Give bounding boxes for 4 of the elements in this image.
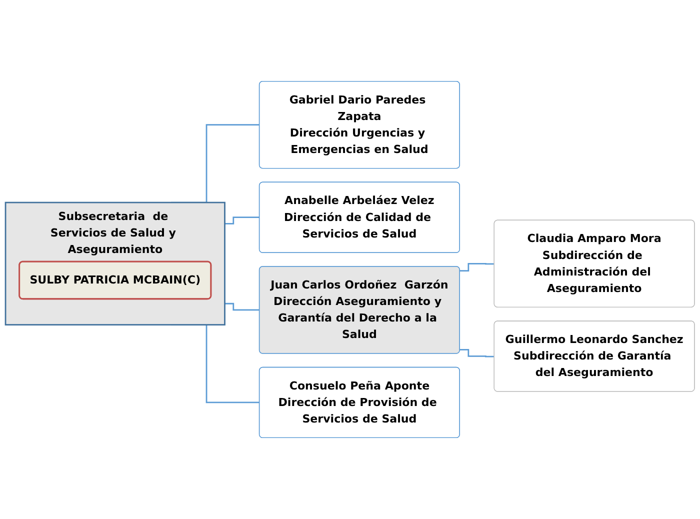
connector [224, 302, 260, 311]
connector [224, 216, 260, 224]
connector [460, 262, 494, 272]
connector [460, 349, 494, 358]
